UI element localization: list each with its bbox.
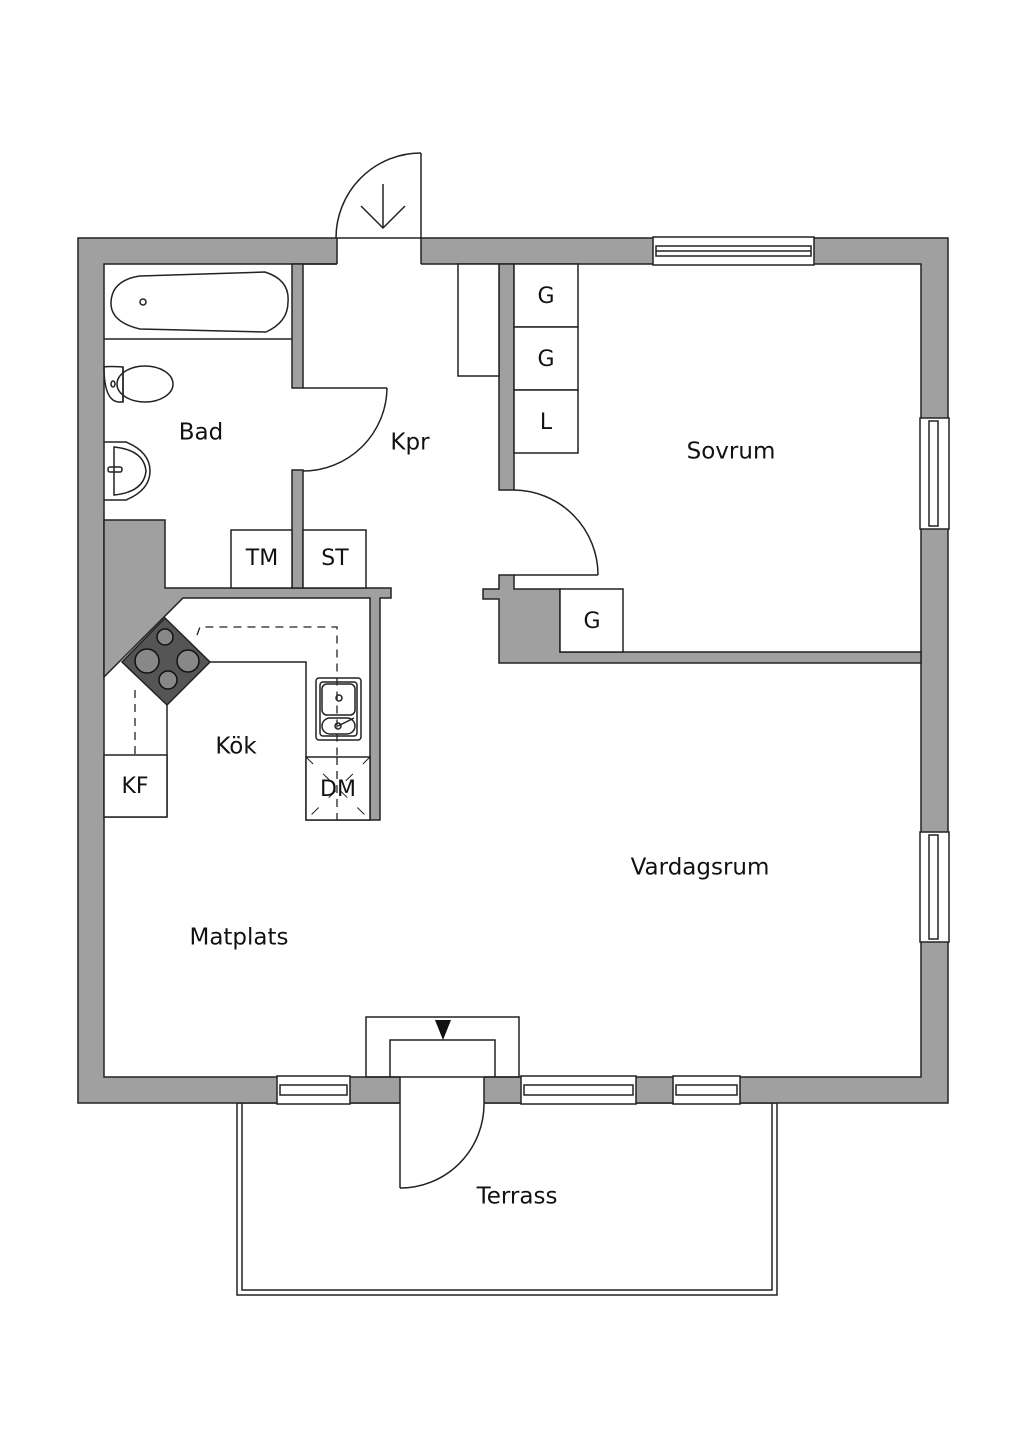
terrace-door[interactable]: [365, 1016, 520, 1189]
room-label-living-room: Vardagsrum: [631, 855, 770, 881]
bathtub-icon: [104, 271, 292, 340]
window-bedroom-top: [652, 236, 815, 266]
dishwasher: DM: [305, 756, 371, 821]
wall-bedroom-corner: [482, 574, 922, 664]
wall-hall-bedroom: [498, 263, 515, 491]
wardrobe-3-label: G: [583, 609, 600, 634]
room-label-terrace: Terrass: [476, 1184, 558, 1210]
wardrobe-1-label: G: [537, 284, 554, 309]
toilet-icon: [103, 365, 174, 403]
sink-icon: [104, 441, 151, 501]
wardrobe-3: G: [559, 588, 624, 653]
door-arrow-icon: [435, 1020, 451, 1040]
window-bedroom-right: [919, 417, 950, 530]
washer-box: TM: [230, 529, 293, 589]
storage-box: ST: [302, 529, 367, 589]
wall-shaft: [103, 519, 392, 821]
linen-label: L: [540, 410, 553, 435]
room-label-dining: Matplats: [189, 925, 288, 951]
wardrobe-2: G: [513, 326, 579, 391]
stove-icon: [120, 616, 212, 707]
wall-bath-hall-lower: [291, 469, 304, 589]
room-label-hallway: Kpr: [390, 430, 430, 456]
window-dining-bottom: [276, 1075, 351, 1105]
washer-label: TM: [245, 546, 278, 571]
bathroom-door[interactable]: [302, 387, 388, 472]
fridge-label: KF: [121, 774, 148, 799]
fridge-freezer: KF: [103, 754, 168, 818]
entrance-arrow-icon: [360, 184, 406, 230]
storage-label: ST: [321, 546, 349, 571]
window-living-bottom-2: [672, 1075, 741, 1105]
wardrobe-1: G: [513, 263, 579, 328]
bedroom-door[interactable]: [513, 489, 599, 576]
window-living-bottom-1: [520, 1075, 637, 1105]
kitchen-sink-icon: [315, 677, 362, 741]
linen-closet: L: [513, 389, 579, 454]
room-label-bathroom: Bad: [179, 420, 223, 446]
dishwasher-label: DM: [320, 777, 356, 802]
terrace-outline: [236, 1102, 778, 1296]
window-living-right: [919, 831, 950, 943]
entry-door[interactable]: [303, 152, 422, 266]
hall-closet: [457, 263, 500, 377]
room-label-kitchen: Kök: [215, 734, 257, 760]
room-label-bedroom: Sovrum: [687, 439, 776, 465]
wall-bath-hall-upper: [291, 263, 304, 389]
wardrobe-2-label: G: [537, 347, 554, 372]
